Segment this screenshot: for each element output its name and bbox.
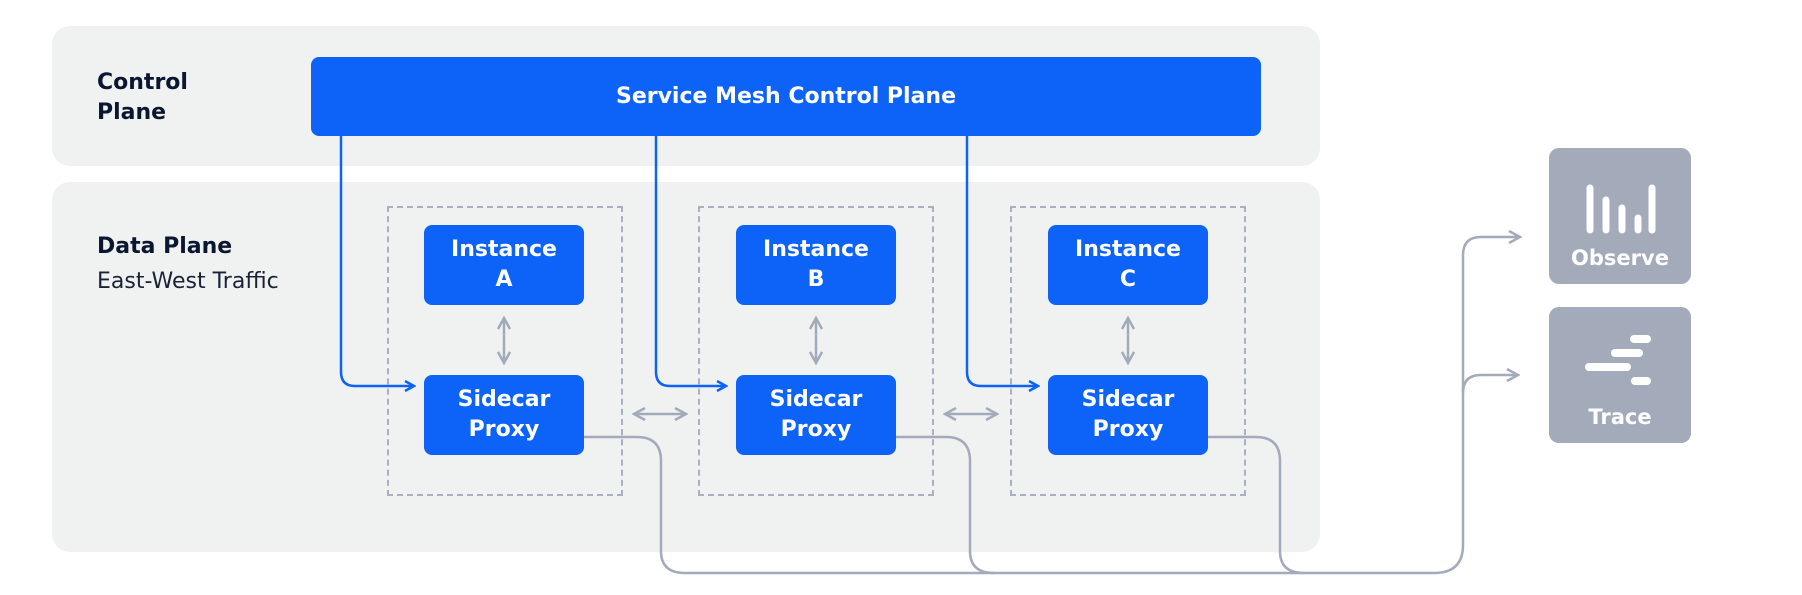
pod-b-container <box>698 206 934 496</box>
instance-c-box: Instance C <box>1048 225 1208 305</box>
pod-a-container <box>387 206 623 496</box>
proxy-a-telemetry-line <box>584 435 1434 575</box>
trace-box: Trace <box>1549 307 1691 443</box>
data-plane-sublabel: East-West Traffic <box>97 269 279 294</box>
bar-chart-icon <box>1586 184 1656 234</box>
proxy-c-telemetry-line <box>1208 435 1305 575</box>
data-plane-label: Data Plane <box>97 234 233 259</box>
cp-to-proxy-b-arrow <box>654 136 726 386</box>
control-plane-box: Service Mesh Control Plane <box>311 57 1261 136</box>
instance-b-box: Instance B <box>736 225 896 305</box>
observe-label: Observe <box>1571 246 1669 270</box>
trace-label: Trace <box>1588 405 1652 429</box>
observe-box: Observe <box>1549 148 1691 284</box>
trace-spans-icon <box>1585 335 1651 385</box>
proxy-b-telemetry-line <box>896 435 995 575</box>
sidecar-proxy-a-box: Sidecar Proxy <box>424 375 584 455</box>
instance-a-box: Instance A <box>424 225 584 305</box>
bus-riser-line <box>1433 237 1520 575</box>
control-plane-label: Control Plane <box>97 70 188 125</box>
pod-c-container <box>1010 206 1246 496</box>
bus-to-trace-line <box>1461 375 1518 394</box>
cp-to-proxy-a-arrow <box>339 136 414 386</box>
cp-to-proxy-c-arrow <box>965 136 1038 386</box>
sidecar-proxy-b-box: Sidecar Proxy <box>736 375 896 455</box>
sidecar-proxy-c-box: Sidecar Proxy <box>1048 375 1208 455</box>
